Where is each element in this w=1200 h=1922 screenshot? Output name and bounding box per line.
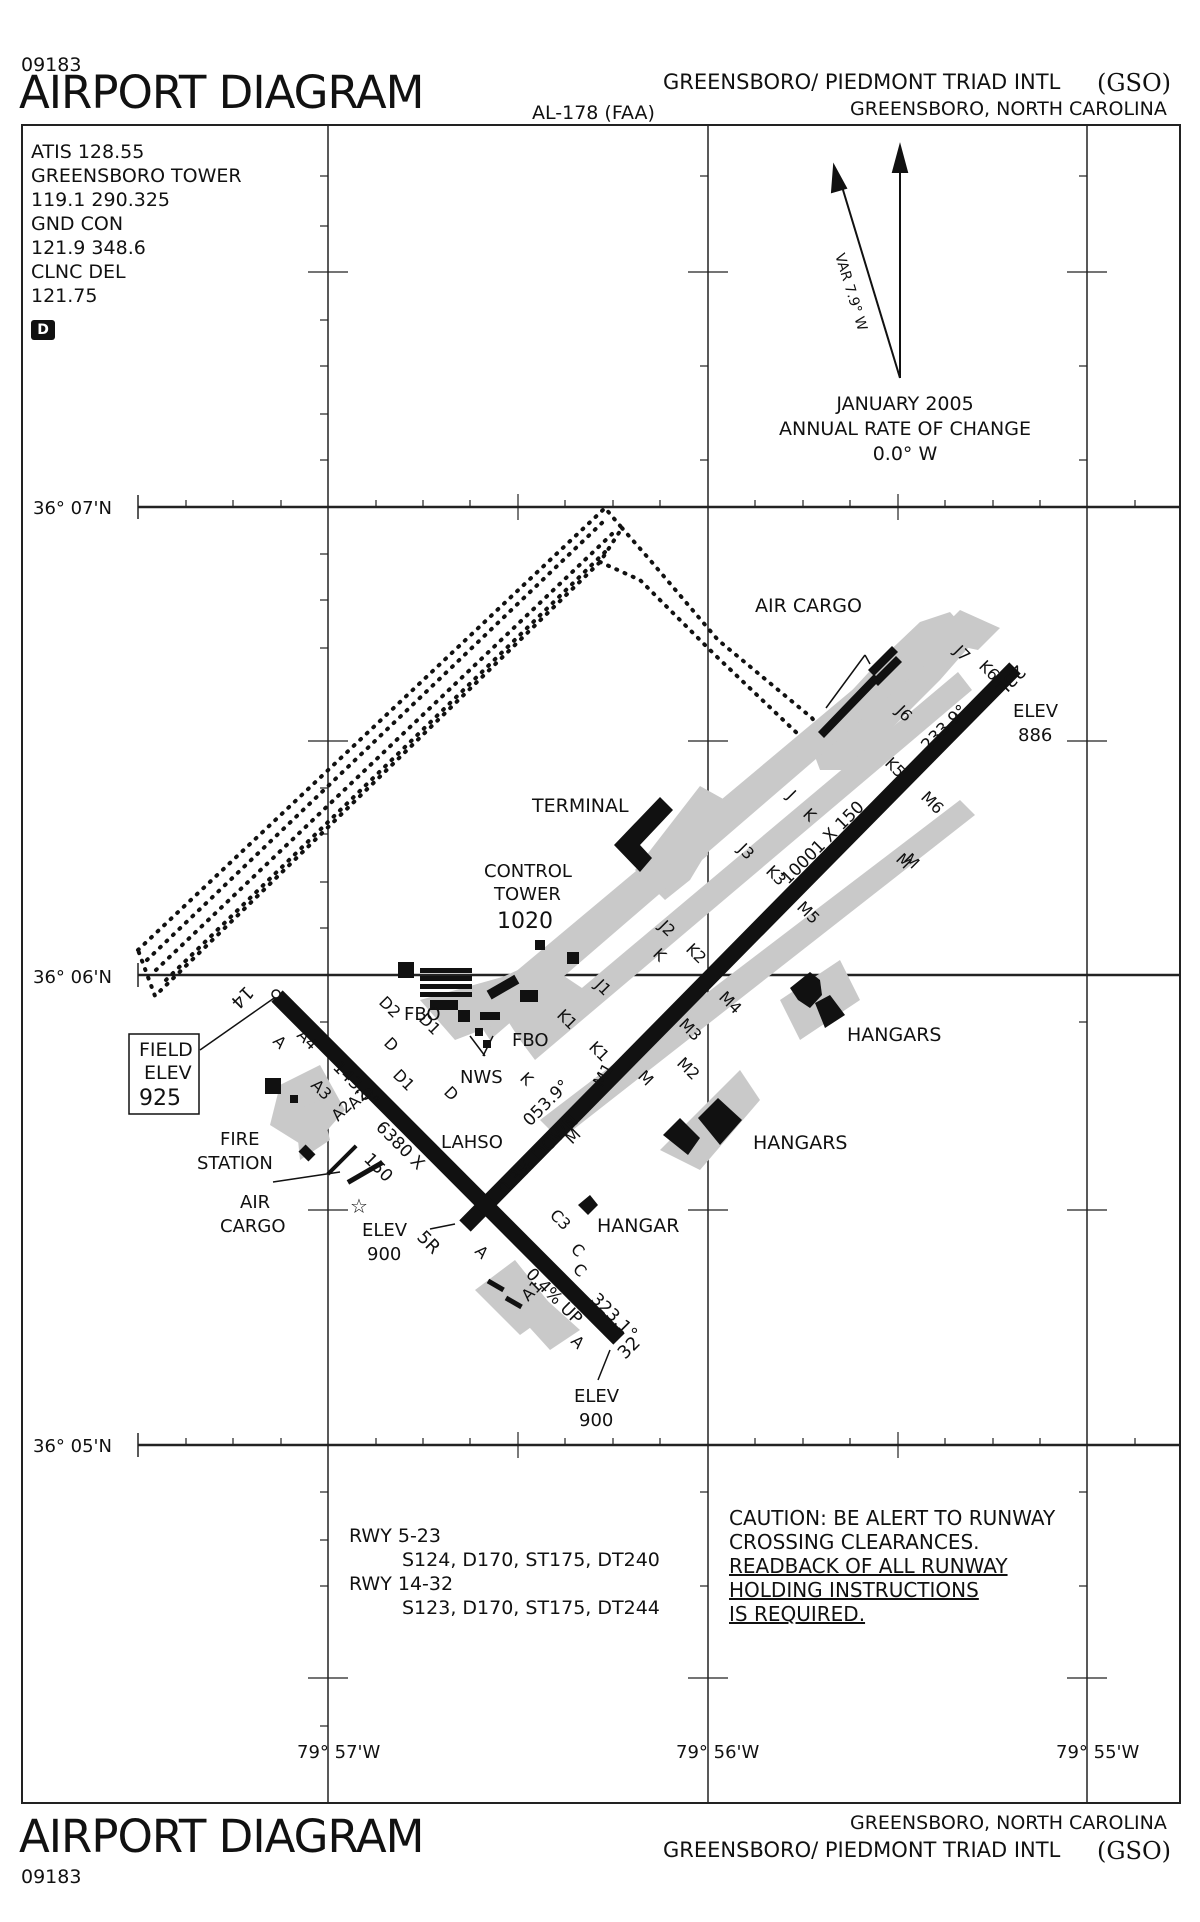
terminal-label: TERMINAL: [531, 795, 629, 817]
caution-line-2: CROSSING CLEARANCES.: [729, 1530, 980, 1554]
fbo-label-1: FBO: [404, 1004, 441, 1025]
taxiway-label: D: [380, 1033, 402, 1055]
atis-freq: ATIS 128.55: [31, 141, 145, 163]
air-cargo-ne-label: AIR CARGO: [755, 595, 862, 617]
lon-label-left: 79° 57'W: [297, 1742, 380, 1763]
hangars-se-label: HANGARS: [753, 1132, 847, 1154]
elev-23-value: 886: [1018, 725, 1052, 746]
airport-ident-bottom: (GSO): [1097, 1837, 1172, 1865]
fire-station-label-2: STATION: [197, 1153, 273, 1174]
gnd-freq: 121.9 348.6: [31, 237, 146, 259]
tower-label: GREENSBORO TOWER: [31, 165, 242, 187]
mag-date: JANUARY 2005: [836, 393, 974, 415]
grid-labels: 36° 07'N 36° 06'N 36° 05'N 79° 57'W 79° …: [33, 498, 1139, 1763]
runway-14-label: 14: [226, 981, 257, 1012]
tower-freq: 119.1 290.325: [31, 189, 171, 211]
field-elev-label-2: ELEV: [144, 1062, 192, 1084]
taxiway-label: M2: [673, 1053, 703, 1083]
rwy-14-32-label: RWY 14-32: [349, 1573, 454, 1595]
runway-14-32-width: 150: [359, 1149, 396, 1186]
caution-line-5: IS REQUIRED.: [729, 1602, 866, 1626]
taxiway-label: C: [569, 1259, 590, 1280]
air-cargo-w-label: AIR: [240, 1192, 270, 1213]
air-cargo-w-label-2: CARGO: [220, 1216, 286, 1237]
runway-14-32: [271, 990, 625, 1345]
nws-label: NWS: [460, 1067, 503, 1088]
airport-ident-top: (GSO): [1097, 69, 1172, 97]
mag-rate-value: 0.0° W: [872, 443, 938, 465]
elev-32-value: 900: [579, 1410, 613, 1431]
lahso-label: LAHSO: [441, 1132, 503, 1153]
runway-strengths: RWY 5-23 S124, D170, ST175, DT240 RWY 14…: [349, 1524, 660, 1620]
field-elev-label: FIELD: [139, 1039, 193, 1061]
fbo-label-2: FBO: [512, 1030, 549, 1051]
lon-label-mid: 79° 56'W: [676, 1742, 759, 1763]
volume-number-bottom: 09183: [21, 1866, 82, 1888]
taxiway-label: D: [440, 1082, 462, 1104]
d-badge-icon: D: [31, 320, 55, 340]
fire-station-label: FIRE: [220, 1129, 260, 1150]
tower-elev: 1020: [497, 909, 553, 934]
construction-dotted-area: [135, 505, 831, 1000]
lon-label-right: 79° 55'W: [1056, 1742, 1139, 1763]
mag-rate-label: ANNUAL RATE OF CHANGE: [779, 418, 1031, 440]
taxiway-label: D1: [389, 1065, 418, 1094]
volume-number-top: 09183: [21, 54, 82, 76]
runway-5-23: [459, 662, 1021, 1232]
city-top: GREENSBORO, NORTH CAROLINA: [850, 98, 1167, 120]
hangar-label: HANGAR: [597, 1215, 679, 1237]
taxiway-label: J: [782, 786, 799, 803]
clnc-freq: 121.75: [31, 285, 98, 307]
frequency-block: ATIS 128.55 GREENSBORO TOWER 119.1 290.3…: [31, 140, 242, 340]
field-elev-box: [128, 1033, 200, 1115]
rwy-5-23-label: RWY 5-23: [349, 1525, 441, 1547]
apron-areas: [270, 610, 1000, 1350]
taxiway-label: C: [567, 1239, 588, 1260]
chart-title-bottom: AIRPORT DIAGRAM: [19, 1810, 425, 1863]
north-arrow-icon: [830, 142, 909, 379]
control-tower-label: CONTROL: [484, 861, 572, 882]
elev-32-label: ELEV: [574, 1386, 620, 1407]
terminal-building: [614, 797, 673, 872]
hangars-east-label: HANGARS: [847, 1024, 941, 1046]
place-labels: AIR CARGO TERMINAL CONTROL TOWER 1020 FB…: [139, 595, 1059, 1431]
taxiway-label: A: [471, 1241, 492, 1262]
taxiway-label: D2: [375, 992, 404, 1021]
elev-5-label: ELEV: [362, 1220, 408, 1241]
taxiway-label: K2: [682, 939, 710, 967]
magnetic-change-block: JANUARY 2005 ANNUAL RATE OF CHANGE 0.0° …: [760, 392, 1050, 467]
chart-title-top: AIRPORT DIAGRAM: [19, 66, 425, 119]
airport-name-top: GREENSBORO/ PIEDMONT TRIAD INTL: [663, 70, 1061, 94]
taxiway-label: K: [516, 1068, 537, 1089]
elev-5-value: 900: [367, 1244, 401, 1265]
rwy-14-32-values: S123, D170, ST175, DT244: [402, 1597, 660, 1619]
caution-note: CAUTION: BE ALERT TO RUNWAY CROSSING CLE…: [729, 1506, 1055, 1626]
control-tower-label-2: TOWER: [493, 884, 561, 905]
runway-5r-label: 5R: [412, 1227, 444, 1259]
rwy-5-23-values: S124, D170, ST175, DT240: [402, 1549, 660, 1571]
airport-name-bottom: GREENSBORO/ PIEDMONT TRIAD INTL: [663, 1838, 1061, 1862]
grid-lines: [137, 126, 1180, 1802]
taxiway-label: C3: [546, 1205, 575, 1234]
mag-var-label: VAR 7.9° W: [831, 251, 870, 332]
buildings: [265, 646, 902, 1310]
elev-23-label: ELEV: [1013, 701, 1059, 722]
beacon-star-icon: ☆: [350, 1194, 368, 1218]
chart-id: AL-178 (FAA): [532, 102, 655, 124]
clnc-label: CLNC DEL: [31, 261, 126, 283]
air-cargo-building-ne: [818, 674, 880, 738]
lat-label-top: 36° 07'N: [33, 498, 112, 519]
city-bottom: GREENSBORO, NORTH CAROLINA: [850, 1812, 1167, 1834]
caution-line-3: READBACK OF ALL RUNWAY: [729, 1554, 1008, 1578]
caution-line-4: HOLDING INSTRUCTIONS: [729, 1578, 979, 1602]
lat-label-bottom: 36° 05'N: [33, 1436, 112, 1457]
taxiway-label: A: [269, 1031, 290, 1052]
chart-frame: [21, 124, 1181, 1804]
caution-line-1: CAUTION: BE ALERT TO RUNWAY: [729, 1506, 1056, 1530]
field-elev-value: 925: [139, 1086, 181, 1111]
control-tower-building: [535, 940, 545, 950]
gnd-label: GND CON: [31, 213, 124, 235]
lat-label-mid: 36° 06'N: [33, 967, 112, 988]
